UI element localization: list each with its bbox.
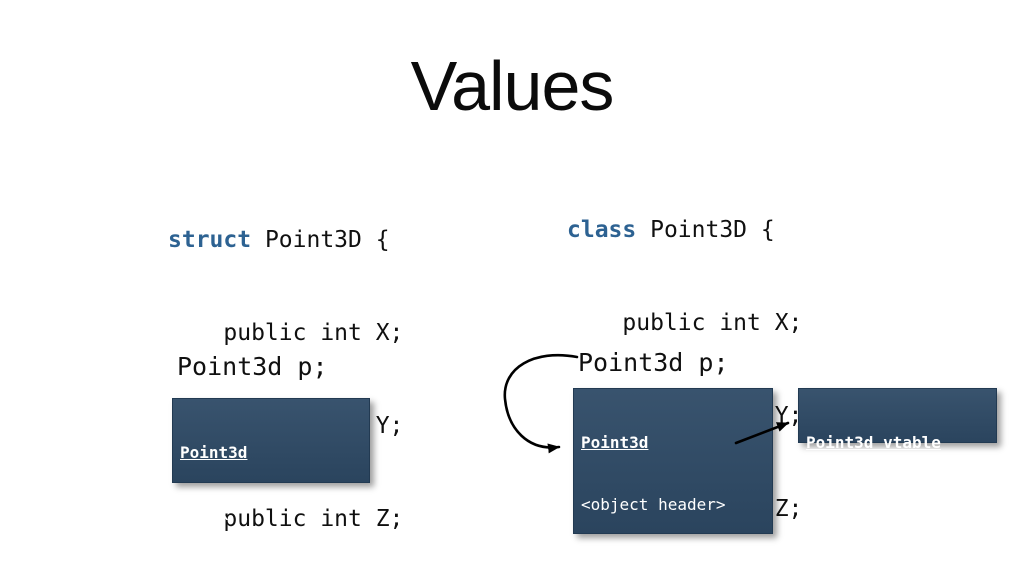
vtable-box-title: Point3d vtable (806, 433, 941, 452)
slide-title: Values (410, 47, 615, 125)
class-keyword: class (567, 217, 637, 243)
memory-box-row: int X (180, 504, 229, 524)
code-line: public int Z; (168, 506, 404, 532)
struct-declaration: Point3d p; (177, 352, 328, 381)
class-declaration: Point3d p; (578, 348, 729, 377)
vtable-box: Point3d vtable … (798, 388, 997, 514)
class-memory-box: Point3d <object header> <vtable pointer>… (573, 388, 773, 575)
code-line-signature: struct Point3D { (168, 225, 403, 256)
vtable-box-row: … (806, 494, 816, 514)
memory-box-row: int Y (180, 566, 229, 576)
struct-keyword: struct (168, 227, 252, 253)
memory-box-title: Point3d (581, 433, 649, 452)
code-line: public int X; (168, 320, 404, 346)
code-line: public int X; (567, 310, 803, 336)
struct-memory-box: Point3d int X int Y int Z (172, 398, 370, 576)
memory-box-row: <object header> (581, 494, 726, 514)
memory-box-title: Point3d (180, 443, 248, 462)
code-line-signature: class Point3D { (567, 215, 802, 246)
memory-box-row: <vtable pointer> (581, 556, 736, 575)
signature-text: Point3D { (251, 227, 390, 253)
signature-text: Point3D { (636, 217, 775, 243)
